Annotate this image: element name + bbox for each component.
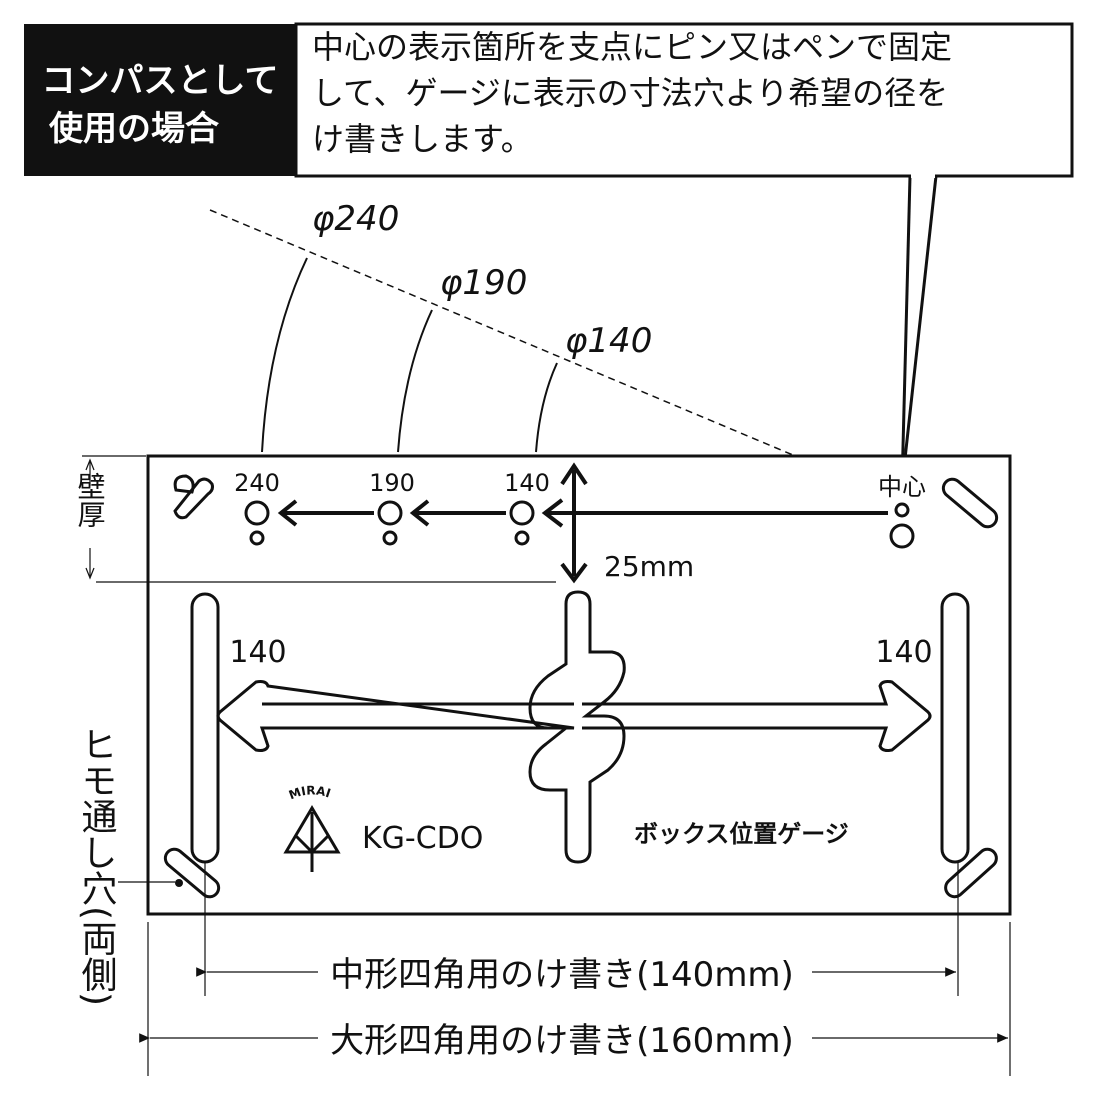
hole-190-large: [377, 500, 403, 526]
callout-line2: して、ゲージに表示の寸法穴より希望の径を: [312, 74, 948, 112]
wall-thickness-label: 壁厚: [74, 472, 107, 528]
center-hole-small: [894, 502, 910, 518]
hole-240-label: 240: [234, 469, 280, 497]
hole-140-large: [509, 500, 535, 526]
string-hole-dot: [175, 879, 183, 887]
logo-branch-right: [310, 834, 330, 854]
hole-240-large: [244, 500, 270, 526]
logo-branch-left: [294, 834, 314, 854]
arc-140: [535, 362, 558, 453]
slot-right: [940, 592, 970, 864]
brand-label: MIRAI: [287, 783, 333, 802]
radius-guide-line: [209, 209, 901, 501]
header-title-box: [24, 24, 296, 176]
corner-slot-top-left: [173, 474, 214, 520]
corner-slot-bottom-right: [944, 847, 998, 899]
corner-slot-bottom-left: [163, 847, 221, 899]
arrow-25mm-head-top: [560, 462, 588, 486]
callout-line1: 中心の表示箇所を支点にピン又はペンで固定: [312, 28, 952, 66]
hole-190-label: 190: [369, 469, 415, 497]
center-label: 中心: [878, 473, 926, 501]
hole-190-small: [382, 530, 398, 546]
wall-thickness-arrow-bottom: [85, 567, 95, 580]
corner-slot-top-right: [941, 477, 999, 529]
arc-190: [397, 309, 433, 453]
diameter-190-label: φ190: [440, 263, 527, 303]
gauge-plate: [146, 454, 1012, 916]
arrow-head-190: [409, 499, 430, 527]
hole-140-label: 140: [504, 469, 550, 497]
arrow-head-240: [277, 499, 298, 527]
model-label: KG-CDO: [362, 821, 483, 856]
offset-25mm-label: 25mm: [604, 550, 694, 583]
diameter-240-label: φ240: [312, 199, 399, 239]
string-hole-label: ヒモ通し穴(両側): [76, 726, 118, 1006]
span-arrow-outline: [216, 680, 932, 752]
product-name-label: ボックス位置ゲージ: [634, 820, 849, 848]
arrow-head-140: [541, 498, 564, 528]
header-title-line2: 使用の場合: [48, 109, 219, 149]
mirai-logo: MIRAI: [283, 783, 341, 872]
span-right-label: 140: [875, 635, 932, 670]
callout-pointer-left: [900, 175, 912, 487]
arrow-25mm-head-bottom: [560, 562, 588, 584]
callout-box: [294, 22, 1074, 178]
callout-line3: け書きします。: [312, 120, 533, 158]
span-left-label: 140: [229, 635, 286, 670]
header-title-line1: コンパスとして: [42, 61, 279, 101]
callout-pointer-right: [900, 175, 938, 487]
wall-thickness-label-bg: [76, 486, 104, 548]
medium-square-label: 中形四角用のけ書き(140mm): [330, 955, 794, 995]
hole-140-small: [514, 530, 530, 546]
diameter-140-label: φ140: [565, 321, 652, 361]
center-hole-large: [889, 523, 915, 549]
hole-240-small: [249, 530, 265, 546]
large-square-label: 大形四角用のけ書き(160mm): [330, 1021, 794, 1061]
wall-thickness-arrow-top: [85, 458, 95, 471]
arc-240: [261, 257, 308, 453]
